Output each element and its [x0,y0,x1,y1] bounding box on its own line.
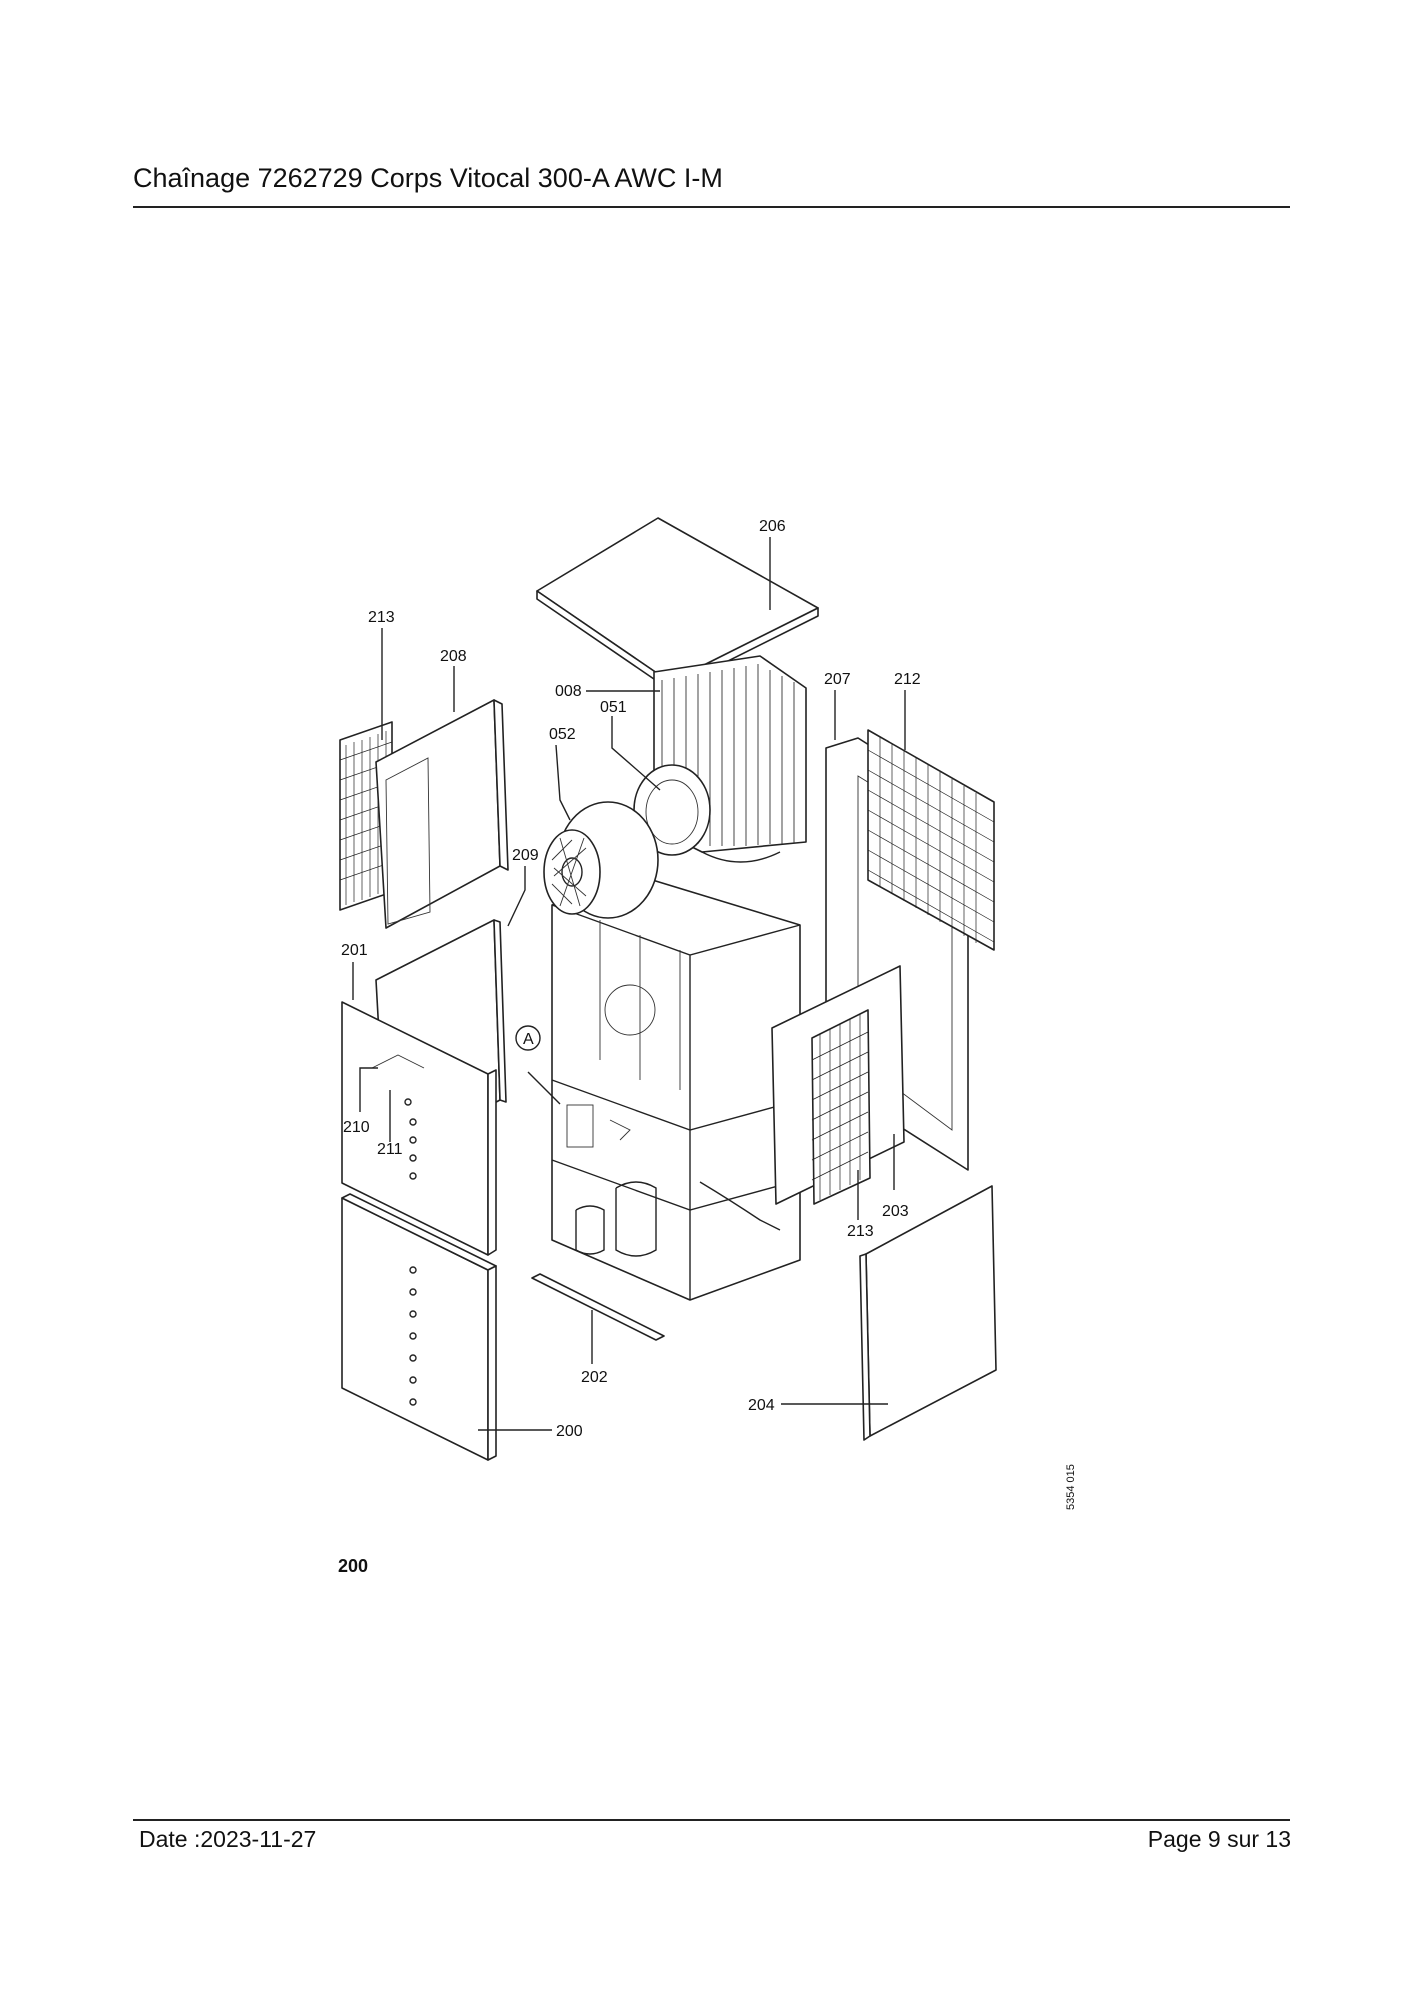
front-upper-panel-edge [487,1069,497,1256]
right-filter-mesh [867,729,995,951]
page-title: Chaînage 7262729 Corps Vitocal 300-A AWC… [133,163,723,193]
callout-210: 210 [343,1119,370,1136]
callout-213-left: 213 [368,609,395,626]
front-upper-panel-indicators [371,1054,425,1180]
right-front-panel [865,1185,997,1437]
left-upper-side-panel [375,699,501,929]
callout-213-right: 213 [847,1223,874,1240]
front-lower-panel-side [487,1265,497,1461]
callout-200: 200 [556,1423,583,1440]
callout-212: 212 [894,671,921,688]
left-upper-side-panel-edge [493,699,509,871]
footer-date: Date :2023-11-27 [139,1826,317,1852]
compressor [575,1181,781,1257]
leader-lines [352,537,906,1431]
callout-206: 206 [759,518,786,535]
front-lower-panel-indicators [409,1266,417,1406]
callout-209: 209 [512,847,539,864]
drawing-code: 5354 015 [1065,1464,1077,1510]
callout-052: 052 [549,726,576,743]
fan-impeller [543,801,659,919]
left-upper-side-panel-inset [385,757,431,925]
left-lower-side-panel-edge [493,919,507,1103]
bottom-strip [531,1273,665,1341]
callout-211: 211 [377,1141,403,1158]
detail-a-marker: A [523,1031,534,1048]
footer-rule [133,1819,1290,1821]
callout-204: 204 [748,1397,775,1414]
callout-202: 202 [581,1369,608,1386]
callout-207: 207 [824,671,851,688]
callout-201: 201 [341,942,368,959]
figure-label: 200 [338,1556,369,1576]
callout-051: 051 [600,699,627,716]
top-cover-panel [536,517,819,683]
callout-008: 008 [555,683,582,700]
callout-203: 203 [882,1203,909,1220]
callout-208: 208 [440,648,467,665]
detail-a-marker-circle [515,1025,541,1051]
right-front-panel-edge [859,1253,871,1441]
footer-page-number: Page 9 sur 13 [1147,1826,1291,1852]
central-frame [551,874,801,1301]
right-filter-mesh-lower [811,1009,871,1205]
header-rule [133,206,1290,208]
